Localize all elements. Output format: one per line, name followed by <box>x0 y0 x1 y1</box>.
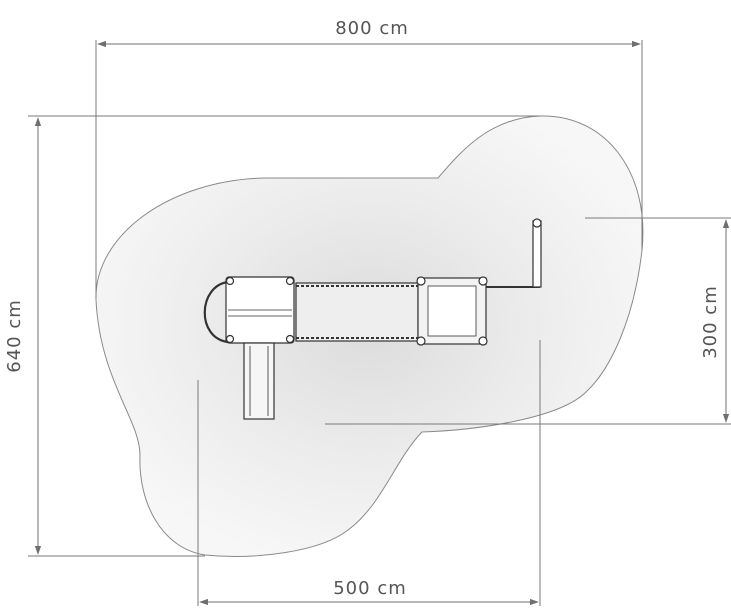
top-dimension-label: 800 cm <box>335 18 409 39</box>
extension-lines <box>28 40 731 606</box>
fire-pole <box>532 220 542 288</box>
right-dimension-label: 300 cm <box>700 285 721 359</box>
dimension-lines <box>34 40 730 606</box>
slide <box>243 342 275 420</box>
bridge <box>295 282 419 342</box>
curved-climber <box>203 280 229 344</box>
left-dimension-label: 640 cm <box>4 299 25 373</box>
bottom-dimension-label: 500 cm <box>333 578 407 599</box>
play-equipment <box>203 218 542 420</box>
